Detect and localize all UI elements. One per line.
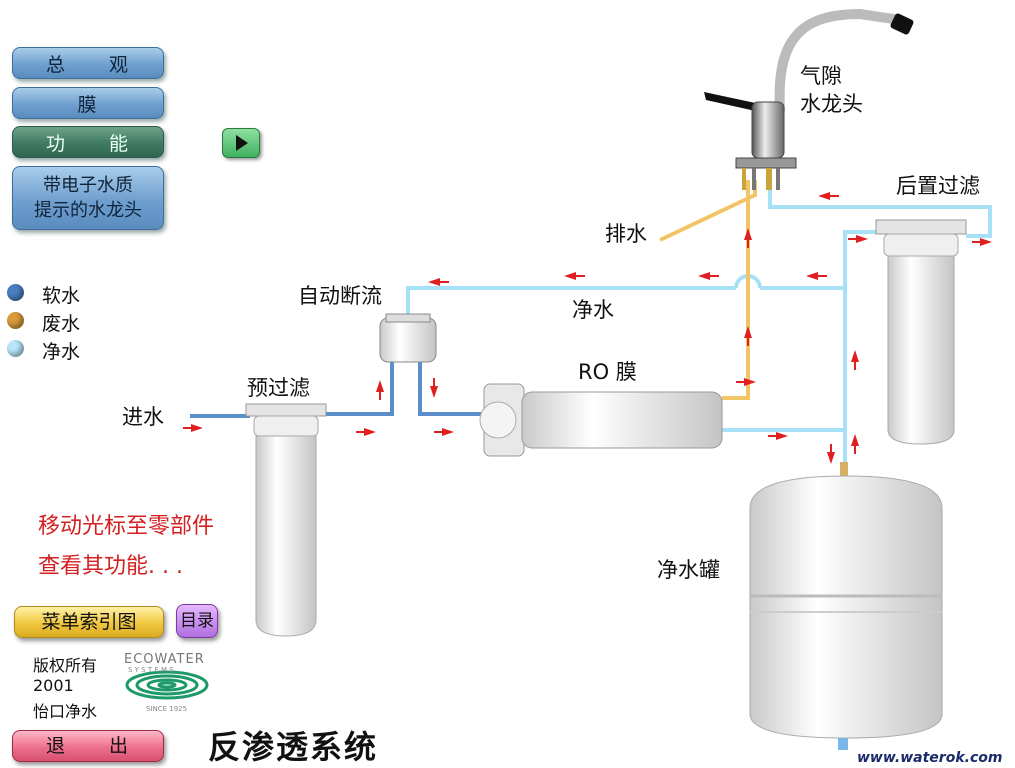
auto-shutoff-label[interactable]: 自动断流 [298,284,382,308]
pure-water-label: 净水 [572,298,614,322]
faucet-label-line1[interactable]: 气隙 [800,64,842,88]
hint-line1: 移动光标至零部件 [38,514,215,539]
inlet-label: 进水 [122,405,164,429]
page-title: 反渗透系统 [208,728,379,766]
waste-water-dot-icon [7,312,24,329]
pure-water-dot-icon [7,340,24,357]
storage-tank [749,462,943,750]
drain-label[interactable]: 排水 [605,222,647,246]
legend-pure-water: 净水 [42,341,81,363]
flow-arrows [183,192,992,464]
faucet-info-line1: 带电子水质 [43,175,133,196]
ro-membrane-label[interactable]: RO 膜 [578,360,637,384]
faucet-info-button[interactable]: 带电子水质 提示的水龙头 [12,166,164,230]
faucet-info-line2: 提示的水龙头 [34,200,142,221]
legend-soft-water: 软水 [42,285,81,307]
catalog-button[interactable]: 目录 [176,604,218,638]
prefilter-label[interactable]: 预过滤 [247,376,310,400]
prefilter-housing [245,403,327,637]
menu-index-button[interactable]: 菜单索引图 [14,606,164,638]
auto-shutoff-valve [379,313,437,363]
hint-line2: 查看其功能. . . [38,554,183,579]
air-gap-faucet [704,8,914,190]
tank-label[interactable]: 净水罐 [657,558,720,582]
soft-water-pipes [190,362,484,418]
copyright-line2: 2001 [33,676,74,695]
watermark: www.waterok.com [857,750,1003,766]
play-icon [236,135,248,151]
overview-button[interactable]: 总 观 [12,47,164,79]
ecowater-brand-sub: S Y S T E M S [128,666,174,674]
ecowater-logo-icon [125,670,209,700]
membrane-button[interactable]: 膜 [12,87,164,119]
post-filter-housing [875,219,967,445]
copyright-line3: 怡口净水 [33,702,98,721]
play-button[interactable] [222,128,260,158]
copyright-line1: 版权所有 [33,656,98,675]
exit-button[interactable]: 退 出 [12,730,164,762]
soft-water-dot-icon [7,284,24,301]
faucet-label-line2[interactable]: 水龙头 [800,92,863,116]
pure-water-pipes [406,180,992,462]
ecowater-brand: ECOWATER [124,652,205,667]
function-button[interactable]: 功 能 [12,126,164,158]
legend-waste-water: 废水 [42,313,81,335]
ro-membrane-housing [479,383,723,457]
ecowater-since: SINCE 1925 [146,705,188,713]
post-filter-label[interactable]: 后置过滤 [896,174,980,198]
